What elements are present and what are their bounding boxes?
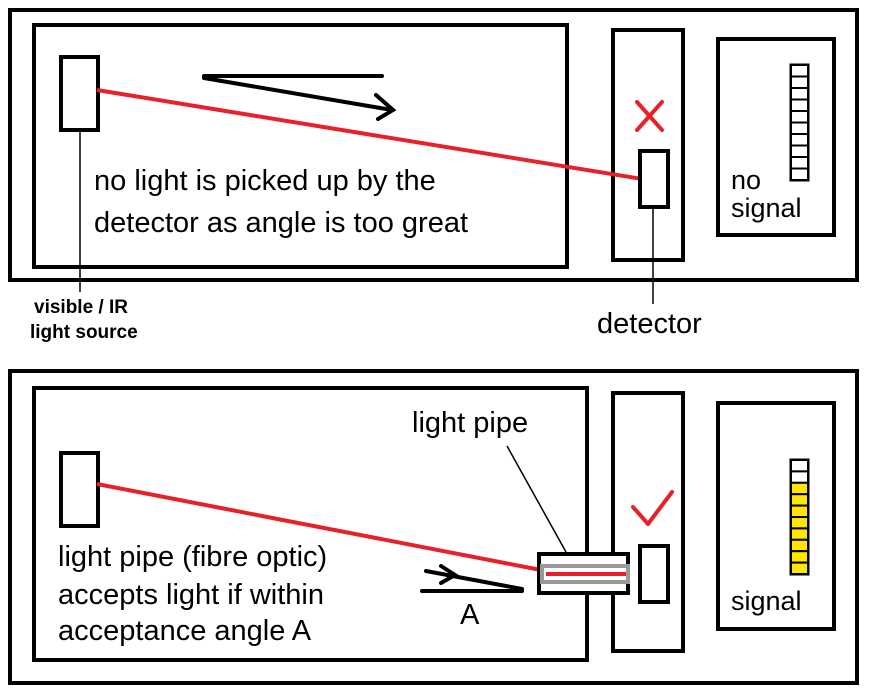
top-light-source	[59, 55, 100, 132]
bottom-meter-segment	[790, 493, 809, 507]
top-meter-segments	[790, 64, 809, 181]
bottom-light-source	[59, 451, 100, 528]
source-label-line1: visible / IR	[34, 297, 128, 318]
bottom-panel: light pipe ✓ A light pipe (fibre optic) …	[0, 0, 859, 685]
top-meter-segment	[790, 110, 809, 124]
top-emitter-housing	[32, 23, 569, 269]
top-meter-segment	[790, 87, 809, 101]
bottom-caption-line3: acceptance angle A	[58, 615, 312, 647]
bottom-caption-line2: accepts light if within	[58, 579, 324, 611]
top-meter-segment	[790, 133, 809, 147]
bottom-status-mark-text: ✓	[0, 0, 1, 1]
bottom-meter-housing	[716, 401, 836, 631]
top-direction-arrow	[202, 74, 397, 121]
top-meter-label-line1: no	[731, 165, 761, 195]
light-pipe-callout-line	[506, 445, 567, 553]
top-detector	[638, 149, 670, 209]
bottom-detector	[638, 544, 670, 604]
top-status-cross	[635, 100, 664, 132]
top-meter-segment	[790, 156, 809, 170]
angle-label: A	[460, 599, 480, 631]
top-meter-segment	[790, 75, 809, 89]
top-meter-segment	[790, 121, 809, 135]
top-meter-housing	[716, 37, 836, 237]
top-panel: ✕ no light is picked up by the detector …	[8, 8, 859, 282]
bottom-meter-segment	[790, 470, 809, 484]
source-label-line2: light source	[30, 322, 138, 343]
bottom-meter-segment	[790, 550, 809, 564]
bottom-meter-segment	[790, 527, 809, 541]
bottom-detector-housing	[611, 391, 685, 653]
top-detector-housing	[611, 28, 685, 262]
bottom-meter-segment	[790, 516, 809, 530]
bottom-meter-segment	[790, 561, 809, 575]
bottom-caption-line1: light pipe (fibre optic)	[58, 541, 327, 573]
bottom-outer-frame	[8, 369, 859, 685]
bottom-light-beam	[96, 482, 542, 572]
bottom-emitter-housing	[32, 386, 589, 662]
acceptance-angle-arrows	[420, 564, 524, 593]
top-meter-segment	[790, 144, 809, 158]
top-meter-segment	[790, 98, 809, 112]
bottom-meter-segment	[790, 459, 809, 473]
top-meter-segment	[790, 167, 809, 181]
light-pipe	[537, 552, 630, 595]
bottom-meter-segment	[790, 481, 809, 496]
top-caption-line2: detector as angle is too great	[94, 207, 468, 239]
top-caption-line1: no light is picked up by the	[94, 165, 436, 197]
top-light-beam	[96, 88, 643, 181]
bottom-meter-segments	[790, 459, 809, 575]
bottom-meter-segment	[790, 504, 809, 519]
top-meter-segment	[790, 64, 809, 78]
bottom-meter-label: signal	[731, 586, 802, 616]
detector-label: detector	[597, 308, 702, 340]
bottom-status-check	[631, 490, 674, 526]
top-outer-frame	[8, 8, 859, 282]
top-meter-label-line2: signal	[731, 193, 802, 223]
light-pipe-label: light pipe	[412, 407, 528, 439]
bottom-meter-segment	[790, 538, 809, 553]
